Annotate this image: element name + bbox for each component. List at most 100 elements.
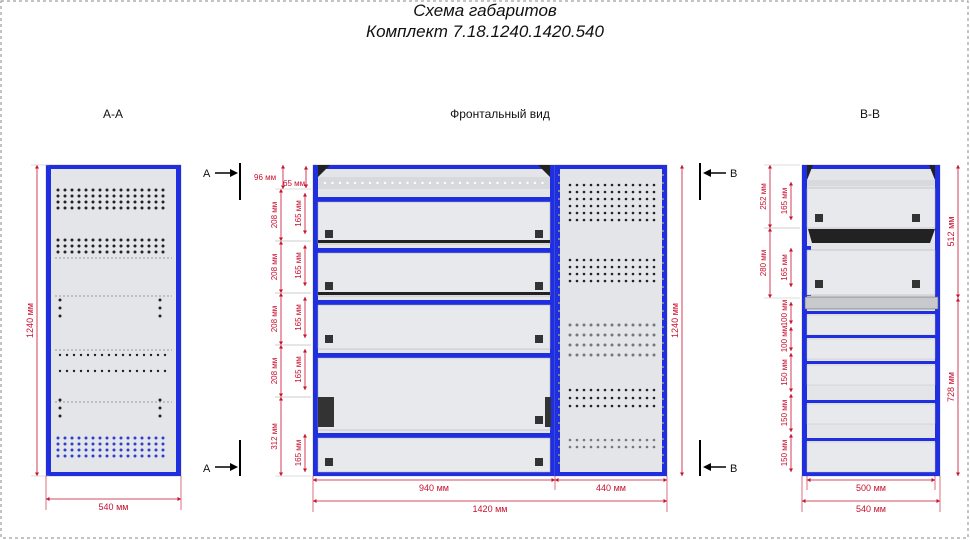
perforation-hole <box>624 396 628 400</box>
perforation-hole <box>126 244 130 248</box>
perforation-hole <box>638 353 642 357</box>
perforation-hole <box>70 238 74 242</box>
dimension-arrow <box>279 393 283 397</box>
perforation-hole <box>163 369 167 373</box>
perforation-hole <box>568 404 572 408</box>
front-perforated-cabinet-left-post <box>555 165 560 476</box>
perforation-hole <box>596 265 600 269</box>
post-hole <box>662 342 664 344</box>
dim-front-inner: 165 мм <box>294 252 303 279</box>
perforation-hole <box>451 181 454 185</box>
perforation-hole <box>582 388 586 392</box>
perforation-hole <box>147 244 151 248</box>
perforation-hole <box>652 333 656 337</box>
post-hole <box>558 382 560 384</box>
perforation-hole <box>631 272 635 276</box>
section-a-cabinet-top-rail <box>46 165 181 169</box>
roof-bracket <box>538 165 550 177</box>
perforation-hole <box>503 181 507 185</box>
perforation-hole <box>91 448 95 452</box>
perforation-hole <box>624 197 628 201</box>
section-b-cabinet-right-post <box>935 165 940 476</box>
post-hole <box>662 174 664 176</box>
perforation-hole <box>133 250 137 254</box>
perforation-hole <box>617 404 621 408</box>
dimension-arrow <box>789 182 793 186</box>
post-hole <box>662 262 664 264</box>
perforation-hole <box>421 181 424 185</box>
perforation-hole <box>119 250 123 254</box>
dimension-arrow <box>303 193 307 197</box>
drawer-side <box>806 249 936 296</box>
perforation-hole <box>568 204 572 208</box>
perforation-hole <box>631 438 635 442</box>
front-perforated-cabinet-bottom-rail <box>555 472 667 476</box>
perforation-hole <box>63 454 67 458</box>
perforation-hole <box>568 396 572 400</box>
perforation-hole <box>70 194 74 198</box>
perforation-hole <box>126 200 130 204</box>
perforation-hole <box>652 258 656 262</box>
perforation-hole <box>582 333 586 337</box>
dimension-arrow <box>802 499 806 503</box>
perforation-hole <box>133 442 137 446</box>
drawer-side <box>806 403 936 425</box>
perforation-hole <box>93 353 97 357</box>
post-hole <box>662 358 664 360</box>
perforation-hole <box>119 194 123 198</box>
perforation-hole <box>140 206 144 210</box>
perforation-hole <box>652 265 656 269</box>
perforation-hole <box>140 194 144 198</box>
dim-aa-height: 1240 мм <box>25 303 35 338</box>
perforation-hole <box>582 343 586 347</box>
post-hole <box>662 286 664 288</box>
drawer-handle <box>325 230 333 238</box>
perforation-hole <box>603 404 607 408</box>
perforation-hole <box>568 218 572 222</box>
perforation-hole <box>70 200 74 204</box>
perforation-hole <box>589 218 593 222</box>
perforation-hole <box>617 388 621 392</box>
post-hole <box>662 206 664 208</box>
dimension-arrow <box>789 428 793 432</box>
perforation-hole <box>147 188 151 192</box>
perforation-hole <box>589 211 593 215</box>
perforation-hole <box>575 404 579 408</box>
perforation-hole <box>154 188 158 192</box>
dimension-arrow <box>279 472 283 476</box>
perforation-hole <box>91 250 95 254</box>
post-hole <box>558 334 560 336</box>
perforation-hole <box>568 197 572 201</box>
dimension-arrow <box>789 394 793 398</box>
perforation-hole <box>112 436 116 440</box>
perforation-hole <box>140 454 144 458</box>
perforation-hole <box>100 353 104 357</box>
perforation-hole <box>638 183 642 187</box>
perforation-hole <box>105 194 109 198</box>
perforation-hole <box>105 206 109 210</box>
perforation-hole <box>140 188 144 192</box>
perforation-hole <box>617 279 621 283</box>
perforation-hole <box>84 206 88 210</box>
perforation-hole <box>158 398 162 402</box>
perforation-hole <box>84 442 88 446</box>
dimension-arrow <box>956 165 960 169</box>
perforation-hole <box>624 438 628 442</box>
perforation-hole <box>458 181 462 185</box>
dim-bb-outer: 280 мм <box>759 250 768 277</box>
perforation-hole <box>154 244 158 248</box>
perforation-hole <box>624 333 628 337</box>
perforation-hole <box>575 438 579 442</box>
post-hole <box>558 342 560 344</box>
post-hole <box>662 454 664 456</box>
perforation-hole <box>652 353 656 357</box>
perforation-hole <box>154 454 158 458</box>
perforation-hole <box>645 333 649 337</box>
perforation-hole <box>582 218 586 222</box>
perforation-hole <box>645 323 649 327</box>
perforation-hole <box>652 323 656 327</box>
perforation-hole <box>603 211 607 215</box>
perforation-hole <box>105 454 109 458</box>
post-hole <box>662 374 664 376</box>
perforation-hole <box>603 190 607 194</box>
